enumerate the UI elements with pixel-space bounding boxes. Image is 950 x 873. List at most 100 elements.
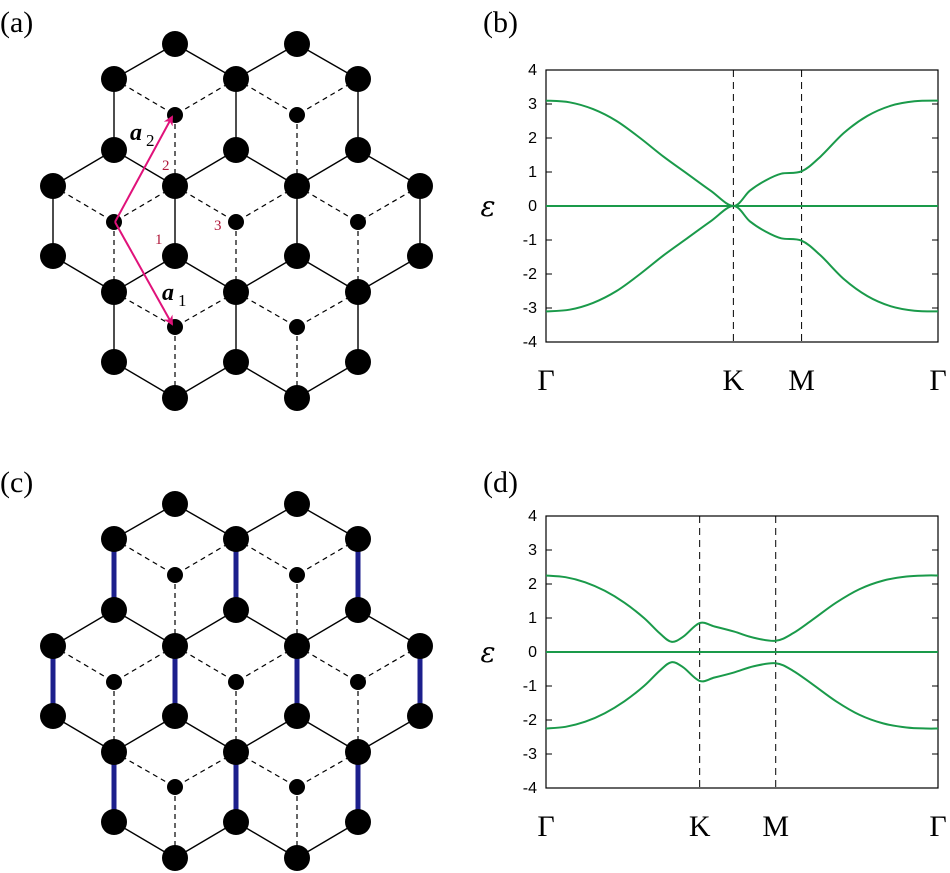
- lattice-site-center: [289, 779, 305, 795]
- y-tick-label: -1: [523, 678, 537, 695]
- lattice-site: [223, 349, 249, 375]
- y-tick-label: -4: [523, 334, 537, 351]
- lattice-site: [101, 739, 127, 765]
- lattice-site: [284, 243, 310, 269]
- band-line-2: [545, 661, 939, 730]
- x-tick-label: M: [762, 810, 789, 843]
- lattice-site: [162, 633, 188, 659]
- x-tick-label: K: [689, 810, 711, 843]
- panel-label-c: (c): [0, 466, 33, 499]
- y-tick-label: 1: [528, 610, 537, 627]
- y-tick-label: -3: [523, 300, 537, 317]
- lattice-site: [162, 491, 188, 517]
- lattice-site: [101, 137, 127, 163]
- y-tick-label: 3: [528, 542, 537, 559]
- panel-label-a: (a): [0, 6, 33, 39]
- lattice-site: [345, 597, 371, 623]
- bond-number-2: 2: [162, 158, 170, 174]
- vector-a1-subscript: 1: [178, 291, 187, 310]
- y-tick-label: 2: [528, 576, 537, 593]
- x-tick-label: Γ: [537, 810, 554, 843]
- lattice-site: [345, 739, 371, 765]
- lattice-site: [345, 526, 371, 552]
- lattice-site: [345, 137, 371, 163]
- lattice-site: [407, 243, 433, 269]
- y-tick-label: 0: [528, 644, 537, 661]
- lattice-site: [223, 597, 249, 623]
- y-tick-label: 1: [528, 164, 537, 181]
- lattice-site: [284, 845, 310, 871]
- x-tick-label: M: [788, 364, 815, 397]
- lattice-panel-a: a 2 a 1 1 2 3: [40, 31, 433, 411]
- y-axis-label: ε: [480, 190, 495, 223]
- y-tick-label: 3: [528, 96, 537, 113]
- lattice-site-center: [167, 779, 183, 795]
- lattice-site: [223, 279, 249, 305]
- lattice-site: [284, 703, 310, 729]
- panel-label-d: (d): [483, 466, 518, 499]
- x-tick-label: Γ: [929, 810, 946, 843]
- lattice-site-center: [289, 567, 305, 583]
- x-tick-label: Γ: [929, 364, 946, 397]
- lattice-site: [40, 243, 66, 269]
- lattice-site: [223, 739, 249, 765]
- vector-a2-subscript: 2: [146, 131, 155, 150]
- lattice-site-center: [106, 674, 122, 690]
- band-line-2: [545, 204, 939, 313]
- lattice-site: [40, 703, 66, 729]
- y-tick-label: -3: [523, 746, 537, 763]
- bond-number-3: 3: [214, 218, 222, 234]
- vector-a2-label: a: [130, 120, 142, 146]
- lattice-site: [162, 385, 188, 411]
- lattice-site: [101, 597, 127, 623]
- y-tick-label: 4: [528, 62, 537, 79]
- y-tick-label: -4: [523, 780, 537, 797]
- lattice-site-center: [228, 214, 244, 230]
- lattice-site: [223, 66, 249, 92]
- vector-a2-arrow: [114, 115, 173, 223]
- y-axis-label: ε: [480, 636, 495, 669]
- lattice-site: [101, 809, 127, 835]
- lattice-site: [101, 66, 127, 92]
- y-tick-label: -1: [523, 232, 537, 249]
- x-tick-label: K: [723, 364, 745, 397]
- lattice-site: [40, 633, 66, 659]
- vector-a1-label: a: [162, 280, 174, 306]
- band-line-1: [545, 99, 939, 208]
- lattice-site-center: [167, 319, 183, 335]
- lattice-site: [162, 845, 188, 871]
- lattice-site: [284, 31, 310, 57]
- lattice-site: [40, 173, 66, 199]
- panel-label-b: (b): [483, 6, 518, 39]
- lattice-site: [345, 349, 371, 375]
- lattice-site: [407, 703, 433, 729]
- band-line-1: [545, 574, 939, 643]
- lattice-site: [345, 279, 371, 305]
- lattice-site-center: [350, 674, 366, 690]
- lattice-site: [223, 137, 249, 163]
- y-tick-label: 0: [528, 198, 537, 215]
- lattice-site: [345, 809, 371, 835]
- lattice-site: [284, 633, 310, 659]
- lattice-site: [101, 526, 127, 552]
- lattice-site-center: [289, 107, 305, 123]
- lattice-site: [345, 66, 371, 92]
- y-tick-label: -2: [523, 712, 537, 729]
- y-tick-label: 2: [528, 130, 537, 147]
- lattice-site: [162, 243, 188, 269]
- lattice-site: [162, 703, 188, 729]
- lattice-site: [284, 173, 310, 199]
- lattice-site: [284, 491, 310, 517]
- lattice-site: [284, 385, 310, 411]
- lattice-site: [223, 526, 249, 552]
- y-tick-label: 4: [528, 508, 537, 525]
- lattice-site: [407, 633, 433, 659]
- lattice-site-center: [228, 674, 244, 690]
- lattice-vectors: a 2 a 1 1 2 3: [114, 115, 222, 326]
- lattice-site: [101, 349, 127, 375]
- x-tick-label: Γ: [537, 364, 554, 397]
- lattice-site-center: [106, 214, 122, 230]
- lattice-site-center: [167, 567, 183, 583]
